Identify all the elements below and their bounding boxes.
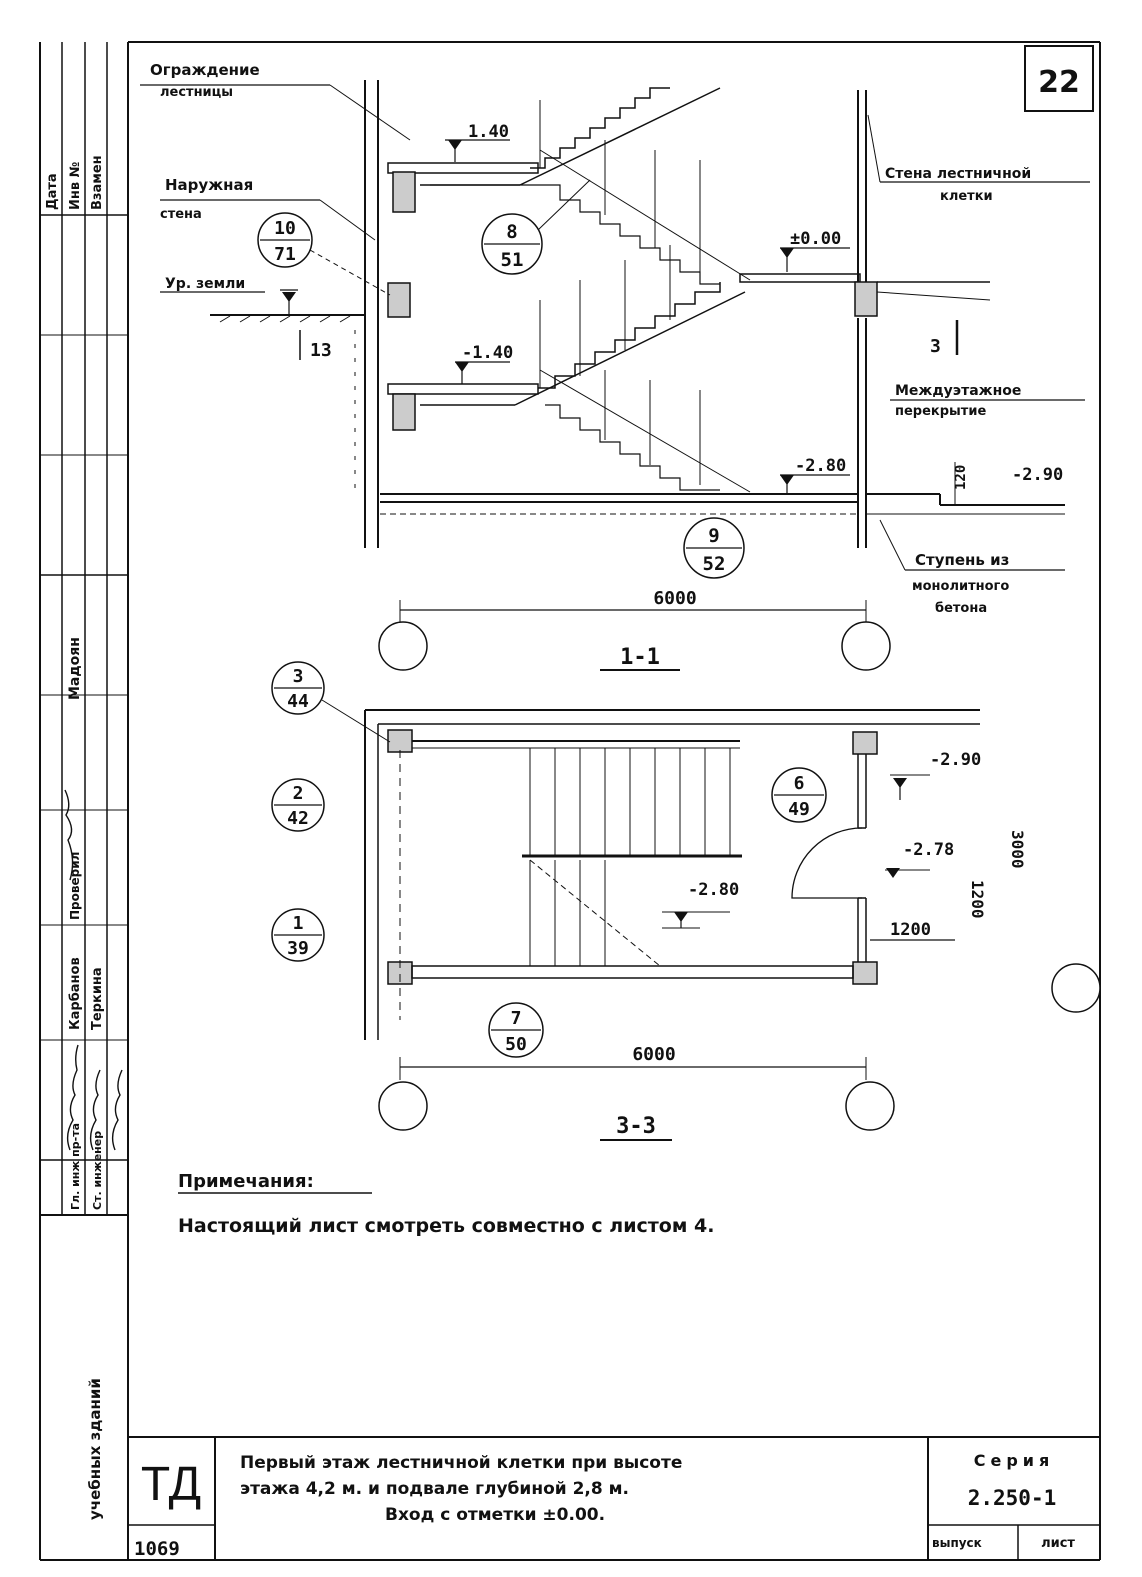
node-ref-den: 42 — [287, 808, 309, 829]
dim-door-width: 1200 — [890, 920, 931, 940]
callout-outer-wall-1: Наружная — [165, 176, 253, 194]
section-label-1-1: 1-1 — [620, 645, 660, 670]
node-ref-8-51: 8 51 — [481, 179, 591, 275]
stamp-role-chief: Гл. инж пр-та — [69, 1123, 82, 1210]
stamp-date: Дата — [45, 173, 60, 210]
node-ref-den: 51 — [501, 249, 524, 271]
callout-step-2: монолитного — [912, 579, 1009, 594]
node-ref-num: 8 — [506, 221, 517, 243]
node-ref-num: 2 — [293, 783, 304, 804]
level-exterior: -2.90 — [1012, 465, 1063, 485]
sheet-number: 22 — [1038, 65, 1080, 100]
callout-railing-1: Ограждение — [150, 61, 260, 79]
notes: Примечания: Настоящий лист смотреть совм… — [178, 1171, 714, 1237]
node-ref-den: 49 — [788, 799, 810, 820]
node-ref-num: 3 — [293, 666, 304, 687]
callout-stair-wall-2: клетки — [940, 189, 993, 204]
left-stamp: Дата Инв № Взамен Мадоян Карбанов Теркин… — [40, 42, 128, 1520]
axis-bubble — [841, 621, 891, 671]
dim-depth: 3000 — [1008, 830, 1027, 869]
node-ref-den: 44 — [287, 691, 309, 712]
title-line-3: Вход с отметки ±0.00. — [385, 1505, 605, 1525]
ground-dim-marker: 13 — [310, 340, 332, 361]
node-ref-6-49: 6 49 — [771, 767, 827, 823]
stamp-bottom-label: учебных зданий — [86, 1378, 104, 1520]
node-ref-den: 50 — [505, 1034, 527, 1055]
stamp-name-1: Мадоян — [67, 637, 83, 700]
node-ref-den: 39 — [287, 938, 309, 959]
sheet-label: лист — [1041, 1536, 1075, 1551]
node-ref-7-50: 7 50 — [488, 1002, 544, 1058]
node-ref-den: 71 — [274, 244, 296, 265]
signature-3 — [89, 1069, 101, 1151]
notes-heading: Примечания: — [178, 1171, 314, 1192]
level-mid-landing: -1.40 — [462, 343, 513, 363]
sheet-frame — [39, 41, 1101, 1561]
stamp-role-check: Проверил — [68, 852, 82, 920]
level-plan-vestibule: -2.78 — [903, 840, 954, 860]
callout-step-1: Ступень из — [915, 551, 1009, 569]
sheet-number-box: 22 — [1024, 45, 1094, 112]
node-ref-den: 52 — [703, 553, 726, 575]
td-mark: ТД — [141, 1458, 201, 1511]
level-basement: -2.80 — [795, 456, 846, 476]
axis-bubble — [845, 1081, 895, 1131]
stamp-name-2: Карбанов — [68, 957, 83, 1030]
node-ref-3-44: 3 44 — [271, 661, 391, 743]
level-plan-exterior: -2.90 — [930, 750, 981, 770]
signature-2 — [66, 1044, 79, 1151]
node-ref-num: 7 — [511, 1008, 522, 1029]
section-cut-marker: 3 — [930, 336, 941, 357]
stamp-role-engineer: Ст. инженер — [91, 1131, 104, 1210]
section-3-3: -2.90 -2.78 -2.80 1200 3000 1200 3 44 2 … — [271, 661, 1101, 1141]
signature-1 — [64, 789, 74, 881]
level-plan-floor: -2.80 — [688, 880, 739, 900]
series-value: 2.250-1 — [968, 1486, 1057, 1510]
node-ref-num: 6 — [794, 773, 805, 794]
level-upper-landing: 1.40 — [468, 122, 509, 142]
node-ref-num: 10 — [274, 218, 296, 239]
section-1-1: 1.40 ±0.00 -1.40 -2.80 -2.90 120 13 3 Ог… — [140, 61, 1090, 671]
node-ref-num: 1 — [293, 913, 304, 934]
callout-outer-wall-2: стена — [160, 207, 202, 222]
issue-label: выпуск — [932, 1536, 982, 1550]
callout-ground-level: Ур. земли — [165, 276, 245, 292]
callout-slab-2: перекрытие — [895, 404, 986, 419]
span-1-1: 6000 — [653, 588, 696, 609]
stamp-inv: Инв № — [68, 162, 83, 210]
node-ref-10-71: 10 71 — [257, 212, 391, 296]
level-entry: ±0.00 — [790, 229, 841, 249]
span-3-3: 6000 — [632, 1044, 675, 1065]
node-ref-9-52: 9 52 — [683, 517, 745, 579]
axis-bubble — [1051, 963, 1101, 1013]
axis-bubble — [378, 1081, 428, 1131]
step-height: 120 — [953, 465, 969, 490]
stamp-name-3: Теркина — [90, 967, 105, 1030]
doc-code: 1069 — [134, 1538, 180, 1560]
series-label: Серия — [974, 1451, 1055, 1470]
callout-stair-wall-1: Стена лестничной — [885, 166, 1031, 182]
title-line-2: этажа 4,2 м. и подвале глубиной 2,8 м. — [240, 1479, 629, 1499]
title-line-1: Первый этаж лестничной клетки при высоте — [240, 1453, 682, 1473]
dim-door-height: 1200 — [968, 880, 987, 919]
axis-bubble — [378, 621, 428, 671]
node-ref-2-42: 2 42 — [271, 778, 325, 832]
section-label-3-3: 3-3 — [616, 1114, 656, 1139]
callout-railing-2: лестницы — [160, 85, 233, 100]
callout-step-3: бетона — [935, 601, 987, 616]
notes-text: Настоящий лист смотреть совместно с лист… — [178, 1215, 714, 1237]
node-ref-num: 9 — [708, 525, 719, 547]
title-block: ТД 1069 Первый этаж лестничной клетки пр… — [128, 1436, 1100, 1560]
stamp-replace: Взамен — [90, 155, 105, 210]
node-ref-1-39: 1 39 — [271, 908, 325, 962]
callout-slab-1: Междуэтажное — [895, 383, 1021, 399]
signature-4 — [111, 1069, 123, 1151]
